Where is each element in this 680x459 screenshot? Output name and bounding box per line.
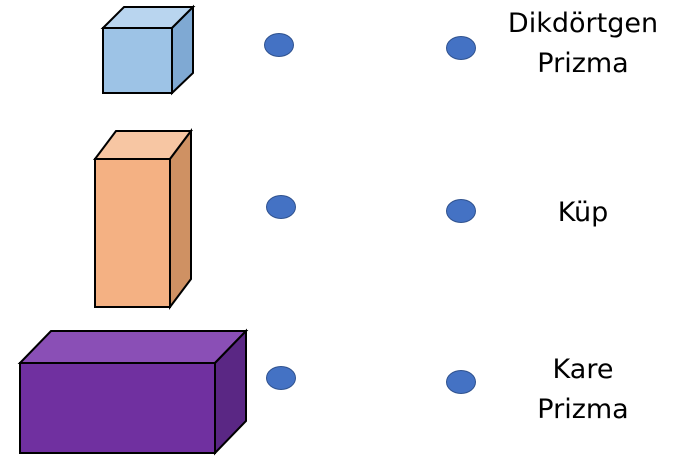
label-cube: Küp	[488, 193, 678, 233]
wide-prism-top-face	[17, 330, 249, 364]
left-match-dot-3[interactable]	[266, 366, 296, 390]
label-rectangular-prism: Dikdörtgen Prizma	[488, 4, 678, 84]
wide-prism-front-face	[19, 362, 216, 454]
right-match-dot-1[interactable]	[446, 36, 476, 60]
tall-prism-side-face	[169, 128, 192, 310]
left-match-dot-1[interactable]	[264, 33, 294, 57]
tall-prism-front-face	[94, 158, 171, 308]
label-cube-line1: Küp	[557, 197, 609, 228]
tall-prism-shape	[93, 128, 193, 310]
cube-front-face	[102, 27, 173, 94]
left-match-dot-2[interactable]	[266, 195, 296, 219]
label-square-prism-line2: Prizma	[537, 394, 629, 425]
right-match-dot-2[interactable]	[446, 199, 476, 223]
right-match-dot-3[interactable]	[446, 370, 476, 394]
wide-prism-shape	[17, 328, 249, 456]
label-square-prism: Kare Prizma	[488, 350, 678, 430]
label-rectangular-prism-line1: Dikdörtgen	[507, 8, 659, 39]
label-square-prism-line1: Kare	[552, 354, 614, 385]
label-rectangular-prism-line2: Prizma	[537, 48, 629, 79]
cube-shape	[100, 4, 196, 96]
